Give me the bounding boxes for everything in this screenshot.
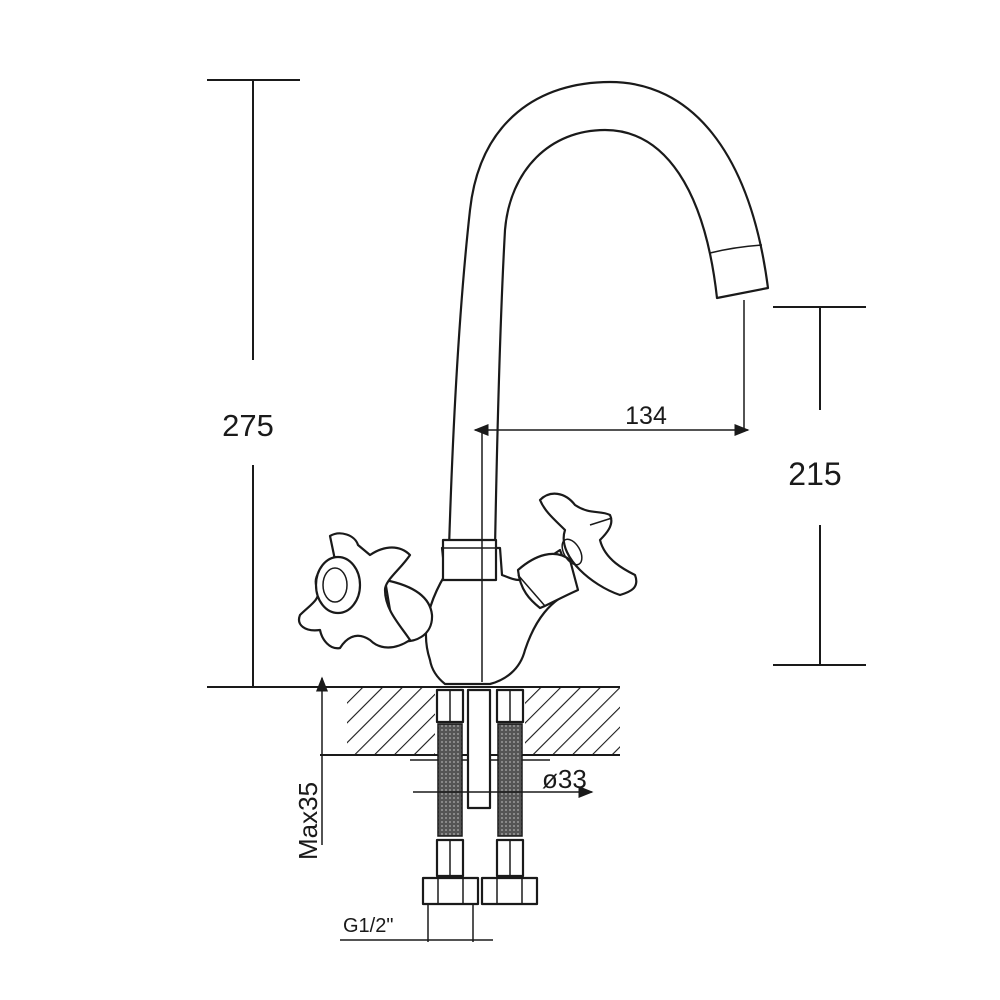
dimension-label-134: 134	[625, 402, 667, 430]
reach-134-dimension: 134	[473, 300, 750, 682]
diameter-33-dimension: ø33	[413, 764, 594, 798]
hex-nut-left	[421, 876, 480, 906]
right-cross-handle	[516, 492, 638, 610]
dimension-label-g12: G1/2"	[343, 915, 393, 937]
height-275-dimension: 275	[207, 79, 300, 687]
height-215-dimension: 215	[773, 306, 866, 666]
left-cross-handle	[297, 532, 434, 650]
hex-nut-right	[480, 876, 539, 906]
dimension-label-max35: Max35	[293, 782, 323, 860]
dimension-label-215: 215	[788, 456, 841, 492]
dimension-label-275: 275	[222, 408, 274, 443]
max35-dimension: Max35	[293, 676, 328, 860]
supply-hoses	[421, 688, 539, 906]
thread-dimension: G1/2"	[340, 904, 493, 942]
countertop-section	[207, 686, 620, 761]
faucet-body	[424, 80, 770, 686]
dimension-label-o33: ø33	[542, 764, 587, 794]
